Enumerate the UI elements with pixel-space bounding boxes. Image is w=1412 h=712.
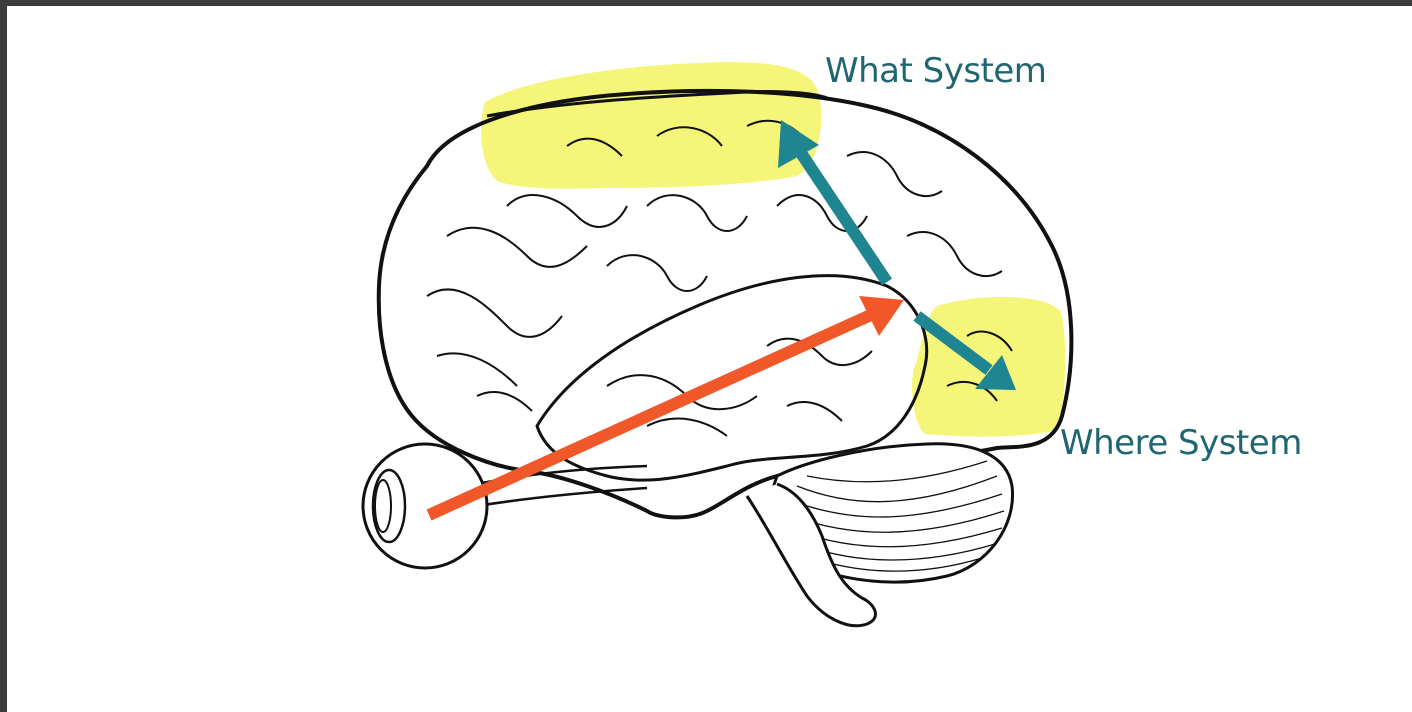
what-system-label: What System	[825, 51, 1047, 91]
brainstem-outline	[745, 482, 877, 628]
where-pathway-arrow	[913, 311, 1016, 390]
what-system-highlight	[481, 62, 822, 189]
longitudinal-line	[486, 89, 828, 118]
eye-icon	[361, 442, 489, 570]
where-system-label: Where System	[1060, 423, 1302, 463]
temporal-lobe-outline	[535, 274, 929, 482]
brain-diagram	[361, 62, 1074, 628]
what-pathway-arrow	[778, 120, 892, 286]
slide-canvas: What System Where System	[7, 6, 1412, 712]
visual-pathway-arrow	[426, 296, 904, 521]
